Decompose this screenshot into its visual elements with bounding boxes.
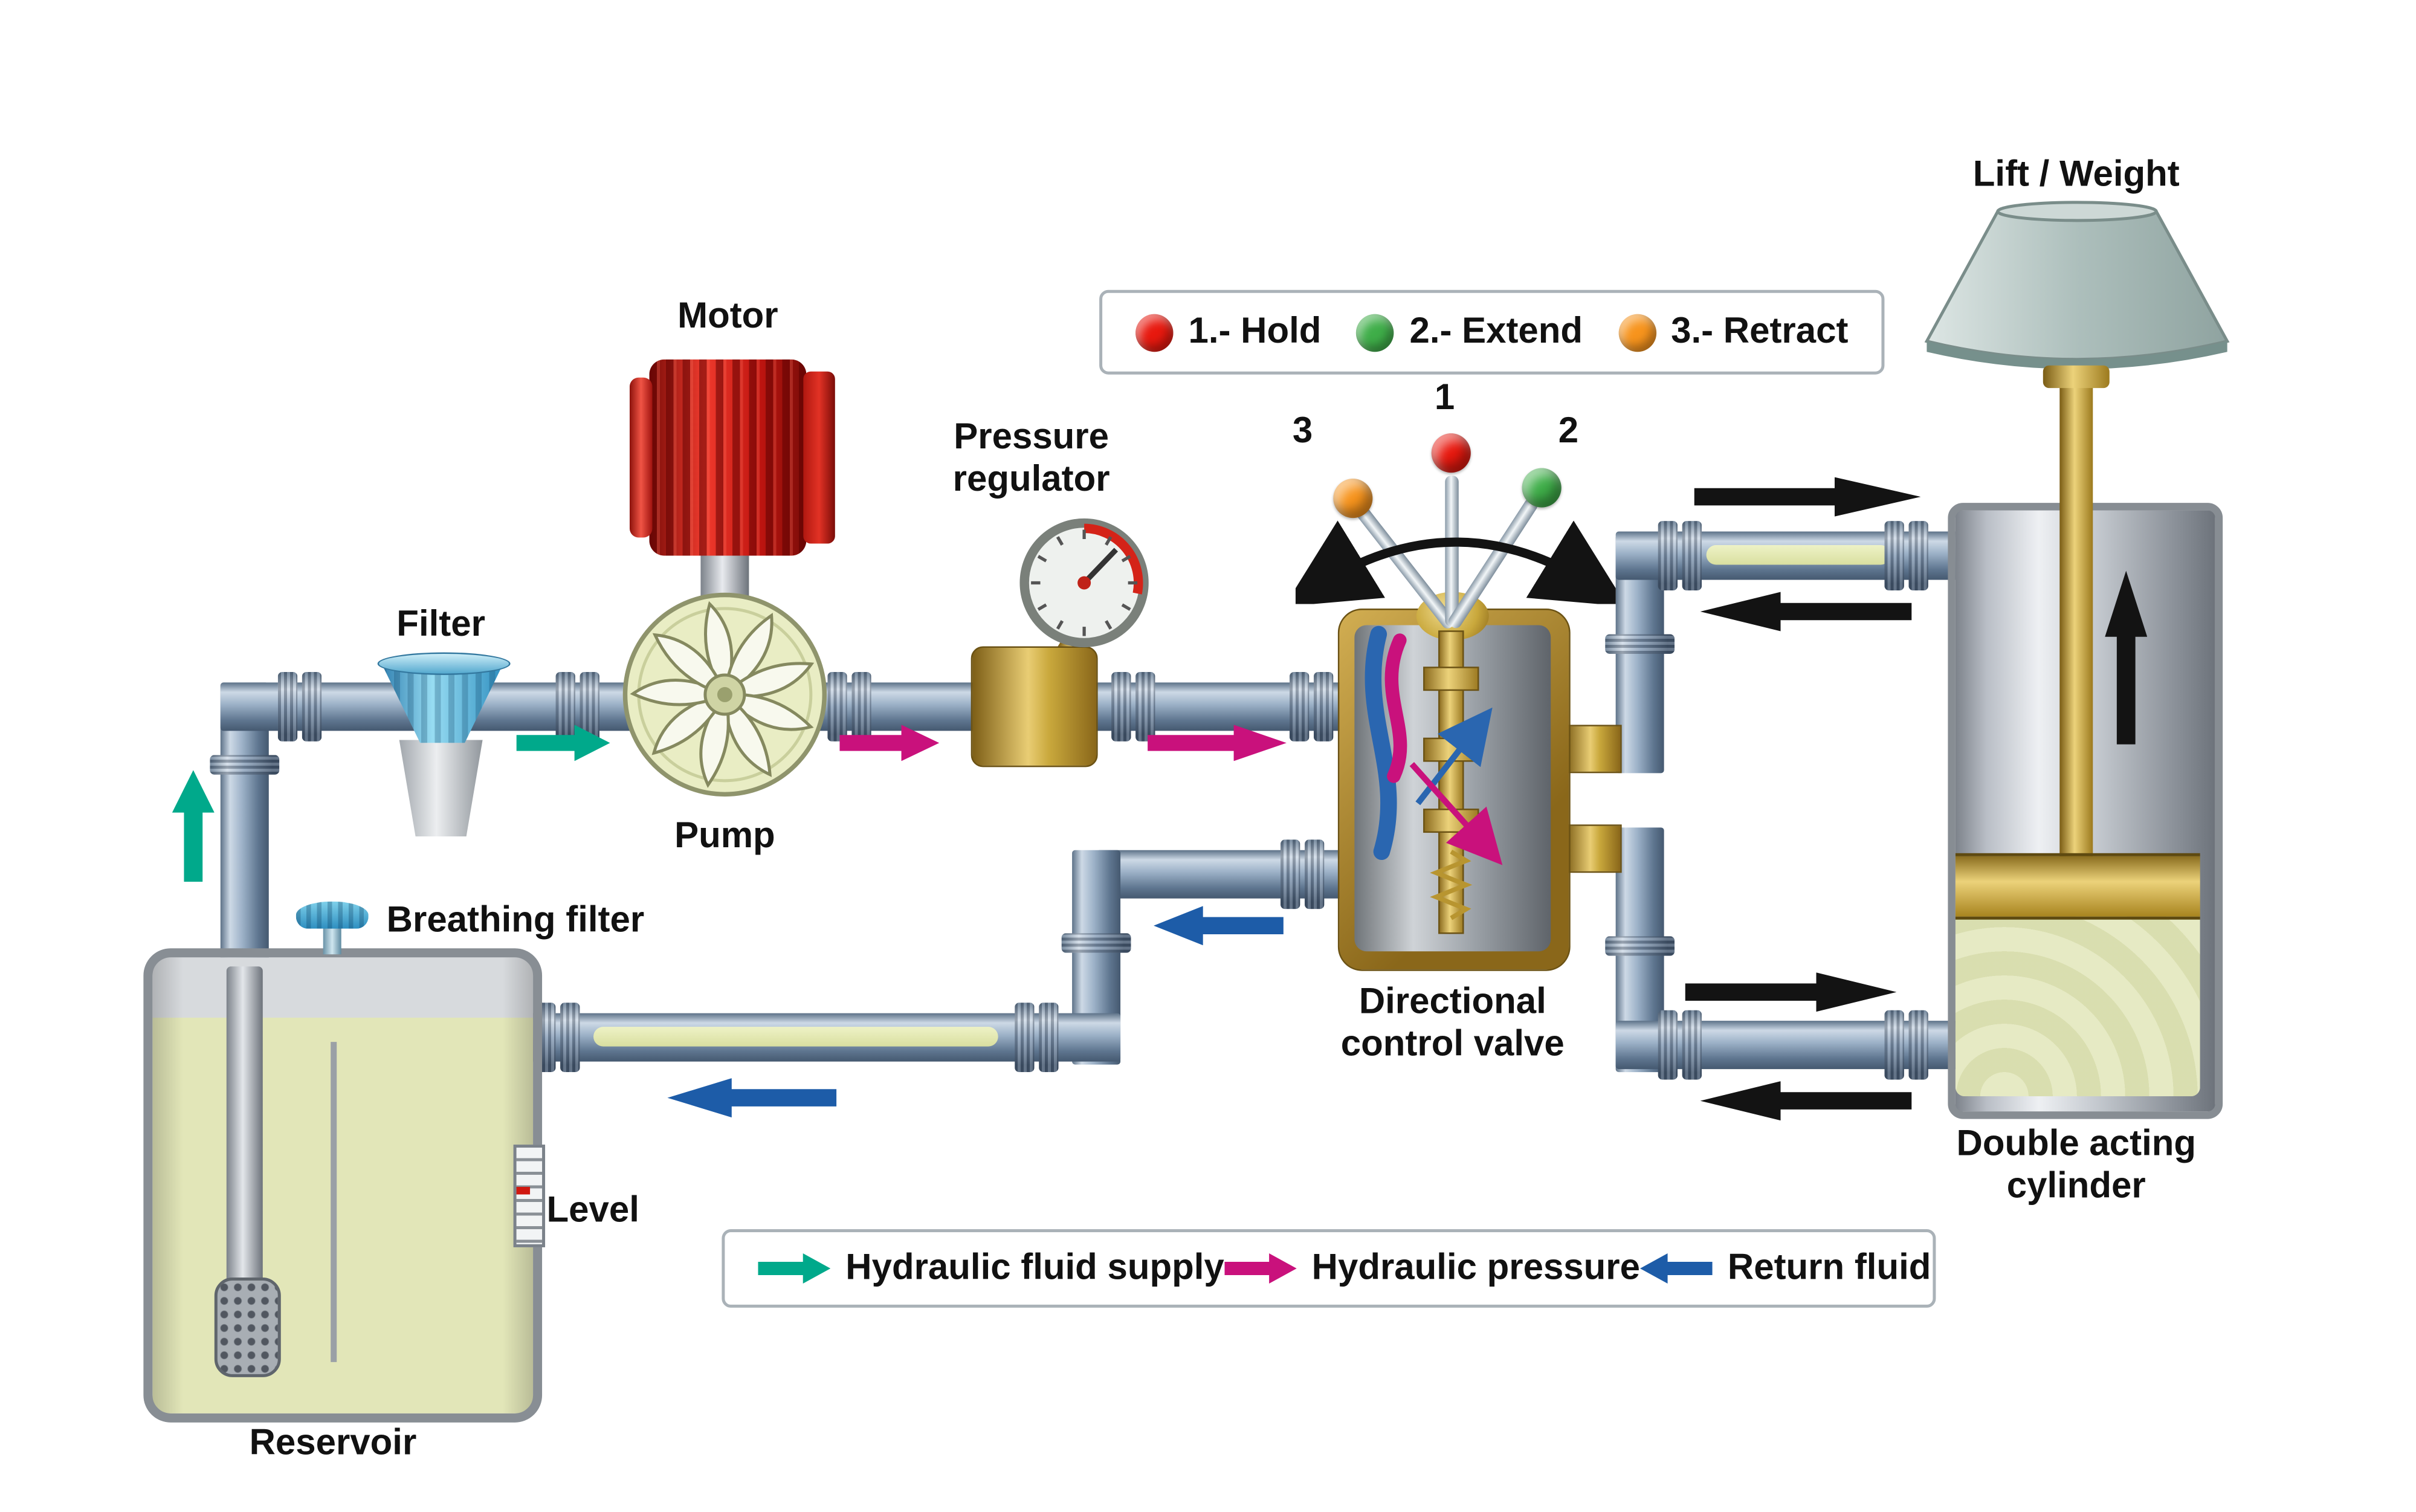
motor-end-cap bbox=[629, 377, 653, 538]
legend-item-label: 1.- Hold bbox=[1188, 311, 1322, 352]
return-arrow-icon bbox=[1639, 1253, 1713, 1284]
filter-cup bbox=[399, 740, 483, 837]
cylinder-flow-arrow bbox=[1694, 477, 1921, 517]
motor-body bbox=[649, 359, 807, 556]
cylinder-flow-arrow bbox=[1700, 1081, 1912, 1121]
pipe-flange bbox=[1605, 634, 1675, 654]
pipe-flange bbox=[1658, 521, 1678, 591]
pipe-flange bbox=[827, 671, 847, 741]
pipe-flange bbox=[1605, 936, 1675, 956]
pipe-flange bbox=[1884, 1010, 1904, 1080]
directional-control-valve-label: Directional control valve bbox=[1340, 981, 1565, 1064]
supply-arrow-icon bbox=[758, 1253, 831, 1284]
pipe-flange bbox=[1304, 839, 1325, 909]
pipe-fluid-streak bbox=[1706, 545, 1891, 565]
pipe-flange bbox=[1135, 671, 1155, 741]
cylinder-flow-arrow bbox=[1685, 972, 1897, 1012]
lift-weight-label: Lift / Weight bbox=[1972, 153, 2180, 195]
legend-item-label: 2.- Extend bbox=[1409, 311, 1583, 352]
pressure-arrow-icon bbox=[1224, 1253, 1297, 1284]
valve-port-upper bbox=[1564, 725, 1622, 774]
pipe-flange bbox=[1908, 521, 1928, 591]
legend-item-retract: 3.- Retract bbox=[1618, 311, 1849, 354]
valve-position-1: 1 bbox=[1434, 377, 1455, 419]
reservoir-dipstick bbox=[331, 1042, 337, 1362]
pressure-gauge bbox=[1019, 518, 1149, 648]
valve-position-3: 3 bbox=[1292, 410, 1313, 452]
legend-item-return: Return fluid bbox=[1639, 1247, 1931, 1290]
valve-position-2: 2 bbox=[1558, 410, 1579, 452]
lever-swing-arc bbox=[1295, 520, 1616, 604]
pump-impeller bbox=[622, 592, 827, 797]
supply-flow-arrow-up bbox=[172, 770, 215, 882]
pipe-flange bbox=[277, 671, 298, 741]
pipe-flange bbox=[1280, 839, 1300, 909]
rod-collar bbox=[2043, 365, 2110, 389]
valve-ball-retract bbox=[1333, 479, 1373, 519]
pipe-flange bbox=[555, 671, 576, 741]
filter-cone-rim bbox=[377, 652, 511, 675]
retract-dot-icon bbox=[1618, 313, 1656, 351]
legend-item-label: Return fluid bbox=[1727, 1247, 1931, 1288]
pipe-flange bbox=[1111, 671, 1131, 741]
legend-item-hold: 1.- Hold bbox=[1135, 311, 1321, 354]
legend-item-supply: Hydraulic fluid supply bbox=[758, 1247, 1224, 1290]
legend-item-label: Hydraulic pressure bbox=[1311, 1247, 1640, 1288]
hold-dot-icon bbox=[1135, 313, 1174, 351]
pipe-flange bbox=[1015, 1003, 1035, 1073]
pipe-flange bbox=[1682, 521, 1702, 591]
piston-rod bbox=[2059, 371, 2093, 864]
pipe-flange bbox=[1061, 933, 1131, 953]
legend-item-label: Hydraulic fluid supply bbox=[845, 1247, 1224, 1288]
legend-item-pressure: Hydraulic pressure bbox=[1224, 1247, 1640, 1290]
pipe-flange bbox=[210, 755, 280, 775]
valve-positions-legend: 1.- Hold 2.- Extend 3.- Retract bbox=[1099, 289, 1885, 375]
return-flow-arrow bbox=[667, 1078, 837, 1118]
level-gauge bbox=[513, 1145, 546, 1247]
filter-label: Filter bbox=[396, 604, 485, 645]
double-acting-cylinder-label: Double acting cylinder bbox=[1956, 1123, 2197, 1206]
pipe-flange bbox=[1884, 521, 1904, 591]
legend-item-label: 3.- Retract bbox=[1671, 311, 1849, 352]
pipe-flange bbox=[1682, 1010, 1702, 1080]
level-label: Level bbox=[546, 1190, 639, 1231]
valve-ball-hold bbox=[1431, 433, 1471, 473]
reservoir-label: Reservoir bbox=[249, 1422, 417, 1464]
valve-spool-detail bbox=[1365, 625, 1503, 934]
legend-item-extend: 2.- Extend bbox=[1357, 311, 1583, 354]
cylinder-fluid bbox=[1955, 910, 2200, 1097]
pump-label: Pump bbox=[674, 815, 775, 856]
pipe-fluid-streak bbox=[593, 1027, 998, 1047]
level-gauge-mark bbox=[516, 1187, 531, 1195]
pipe-flange bbox=[1658, 1010, 1678, 1080]
pipe-flange bbox=[560, 1003, 580, 1073]
motor-terminal-box bbox=[803, 371, 835, 544]
motor-label: Motor bbox=[677, 296, 778, 337]
pipe-flange bbox=[1313, 671, 1334, 741]
breathing-filter-cap bbox=[296, 901, 369, 929]
regulator-body bbox=[971, 646, 1098, 767]
pipe-flange bbox=[1039, 1003, 1059, 1073]
pipe-flange bbox=[1289, 671, 1310, 741]
extend-dot-icon bbox=[1357, 313, 1395, 351]
flow-legend: Hydraulic fluid supply Hydraulic pressur… bbox=[722, 1229, 1936, 1308]
pressure-regulator-label: Pressure regulator bbox=[952, 416, 1110, 500]
reservoir-suction-pipe bbox=[226, 966, 263, 1287]
reservoir-body bbox=[143, 948, 543, 1423]
pipe-flange bbox=[302, 671, 322, 741]
breathing-filter-stem bbox=[323, 927, 341, 955]
pipe-flange bbox=[851, 671, 871, 741]
lift-weight-shade bbox=[1924, 201, 2230, 369]
cylinder-flow-arrow bbox=[1700, 592, 1912, 632]
valve-port-lower bbox=[1564, 824, 1622, 873]
return-flow-arrow bbox=[1154, 906, 1284, 946]
pipe-flange bbox=[1908, 1010, 1928, 1080]
suction-strainer bbox=[214, 1277, 281, 1377]
valve-ball-extend bbox=[1522, 468, 1562, 508]
breathing-filter-label: Breathing filter bbox=[386, 900, 645, 941]
piston bbox=[1955, 853, 2200, 920]
